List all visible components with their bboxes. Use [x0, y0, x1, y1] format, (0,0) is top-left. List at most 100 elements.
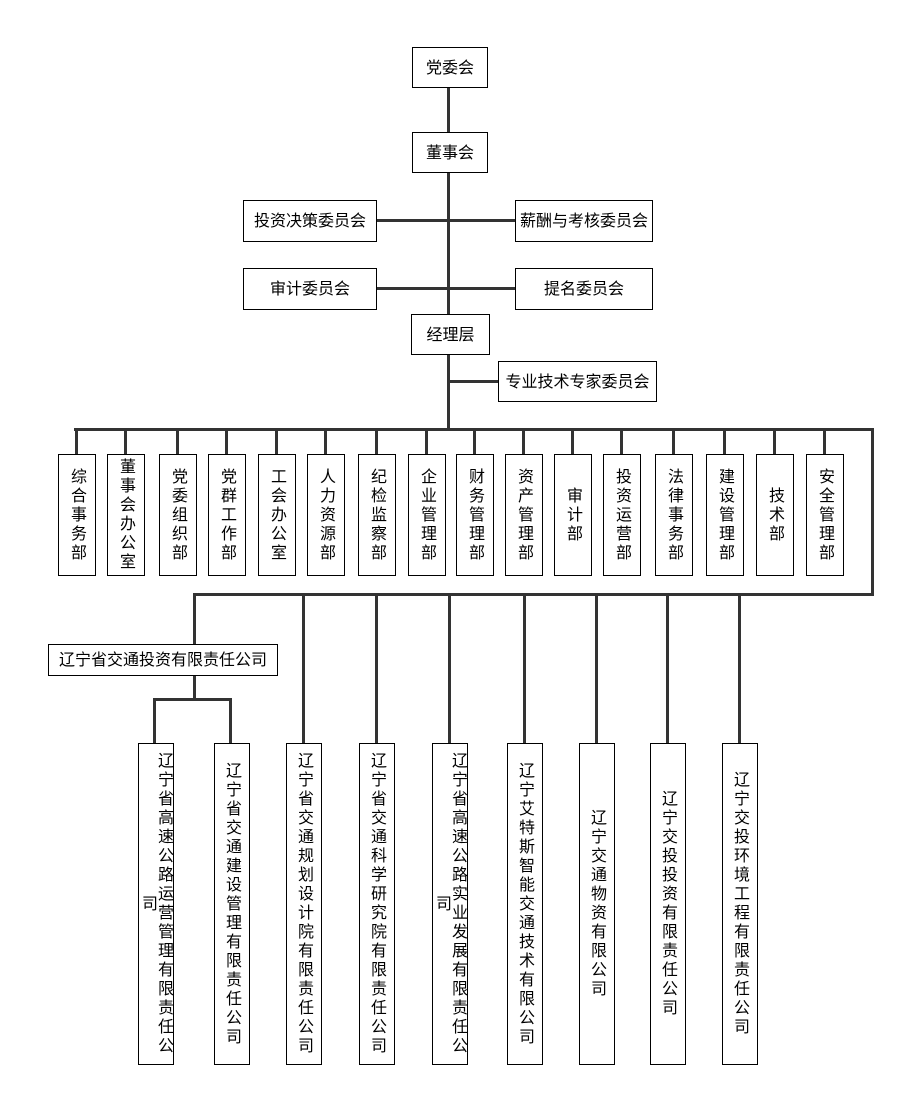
node-management-layer: 经理层	[411, 314, 490, 355]
dept-box: 工会办公室	[258, 454, 296, 576]
dept-drop	[672, 428, 675, 454]
subsidiary-box: 辽宁省交通建设管理有限责任公司	[214, 743, 250, 1065]
node-label: 审计委员会	[269, 279, 350, 299]
dept-drop	[620, 428, 623, 454]
dept-drop	[473, 428, 476, 454]
subsidiary-box: 辽宁省高速公路运营管理有限责任公司	[138, 743, 174, 1065]
dept-drop	[522, 428, 525, 454]
dept-drop	[275, 428, 278, 454]
dept-label: 董事会办公室	[117, 458, 136, 572]
node-label: 党委会	[425, 57, 474, 77]
connector-committees-row1	[377, 219, 515, 222]
node-label: 董事会	[425, 142, 474, 162]
subsidiary-label: 辽宁省高速公路实业发展有限责任公司	[433, 752, 468, 1056]
dept-label: 综合事务部	[68, 467, 87, 563]
connector-right-vertical	[871, 428, 874, 596]
node-audit-committee: 审计委员会	[243, 268, 377, 310]
dept-label: 党群工作部	[218, 467, 237, 563]
connector-expert-committee	[448, 380, 498, 383]
connector-management-departments-trunk	[447, 354, 450, 430]
holding-pair-drop	[153, 698, 156, 744]
subsidiary-drop	[302, 593, 305, 743]
dept-label: 技术部	[766, 486, 785, 544]
node-party-committee: 党委会	[412, 47, 488, 88]
subsidiary-label: 辽宁省高速公路运营管理有限责任公司	[139, 752, 174, 1056]
dept-drop	[723, 428, 726, 454]
dept-label: 审计部	[564, 486, 583, 544]
subsidiary-drop	[595, 593, 598, 743]
dept-box: 综合事务部	[58, 454, 96, 576]
dept-drop	[773, 428, 776, 454]
dept-drop	[571, 428, 574, 454]
dept-box: 安全管理部	[806, 454, 844, 576]
subsidiary-box: 辽宁交投投资有限责任公司	[650, 743, 686, 1065]
subsidiary-drop	[738, 593, 741, 743]
node-holding-company: 辽宁省交通投资有限责任公司	[48, 644, 278, 676]
subsidiary-label: 辽宁艾特斯智能交通技术有限公司	[516, 761, 535, 1047]
dept-drop	[375, 428, 378, 454]
dept-drop	[176, 428, 179, 454]
dept-label: 工会办公室	[268, 467, 287, 563]
subsidiary-box: 辽宁省交通规划设计院有限责任公司	[286, 743, 322, 1065]
subsidiary-label: 辽宁交投环境工程有限责任公司	[731, 771, 750, 1037]
dept-label: 投资运营部	[613, 467, 632, 563]
node-label: 薪酬与考核委员会	[519, 211, 648, 231]
node-label: 经理层	[426, 324, 475, 344]
dept-box: 技术部	[756, 454, 794, 576]
subsidiary-box: 辽宁艾特斯智能交通技术有限公司	[507, 743, 543, 1065]
subsidiary-drop	[448, 593, 451, 743]
node-nomination-committee: 提名委员会	[515, 268, 653, 310]
dept-box: 纪检监察部	[358, 454, 396, 576]
dept-box: 法律事务部	[655, 454, 693, 576]
dept-drop	[225, 428, 228, 454]
dept-label: 企业管理部	[418, 467, 437, 563]
node-label: 专业技术专家委员会	[505, 371, 650, 391]
dept-drop	[823, 428, 826, 454]
dept-label: 人力资源部	[317, 467, 336, 563]
dept-box: 党委组织部	[159, 454, 197, 576]
dept-box: 财务管理部	[456, 454, 494, 576]
dept-label: 资产管理部	[515, 467, 534, 563]
dept-box: 审计部	[554, 454, 592, 576]
subsidiaries-rail	[193, 593, 874, 596]
connector-holding-bottom	[193, 675, 196, 699]
dept-drop	[75, 428, 78, 454]
subsidiary-label: 辽宁交通物资有限公司	[588, 809, 607, 999]
subsidiary-box: 辽宁交投环境工程有限责任公司	[722, 743, 758, 1065]
dept-label: 纪检监察部	[368, 467, 387, 563]
node-expert-committee: 专业技术专家委员会	[498, 361, 657, 402]
dept-box: 资产管理部	[505, 454, 543, 576]
subsidiary-drop	[375, 593, 378, 743]
dept-box: 企业管理部	[408, 454, 446, 576]
dept-label: 法律事务部	[665, 467, 684, 563]
subsidiary-label: 辽宁交投投资有限责任公司	[659, 790, 678, 1018]
connector-committees-row2	[377, 287, 515, 290]
dept-label: 安全管理部	[816, 467, 835, 563]
connector-party-board	[447, 88, 450, 133]
node-salary-assessment-committee: 薪酬与考核委员会	[515, 200, 653, 242]
dept-box: 建设管理部	[706, 454, 744, 576]
holding-pair-drop	[229, 698, 232, 744]
subsidiary-box: 辽宁省交通科学研究院有限责任公司	[359, 743, 395, 1065]
node-investment-decision-committee: 投资决策委员会	[243, 200, 377, 242]
subsidiary-box: 辽宁交通物资有限公司	[579, 743, 615, 1065]
subsidiary-label: 辽宁省交通规划设计院有限责任公司	[295, 752, 314, 1056]
node-board-of-directors: 董事会	[412, 132, 488, 173]
node-label: 辽宁省交通投资有限责任公司	[58, 650, 267, 670]
dept-box: 投资运营部	[603, 454, 641, 576]
holding-pair-bar	[153, 698, 232, 701]
dept-drop	[324, 428, 327, 454]
dept-label: 党委组织部	[169, 467, 188, 563]
connector-holding-top	[193, 593, 196, 645]
subsidiary-drop	[523, 593, 526, 743]
connector-board-management-trunk	[447, 173, 450, 315]
subsidiary-label: 辽宁省交通科学研究院有限责任公司	[368, 752, 387, 1056]
dept-label: 财务管理部	[466, 467, 485, 563]
subsidiary-label: 辽宁省交通建设管理有限责任公司	[223, 761, 242, 1047]
subsidiary-box: 辽宁省高速公路实业发展有限责任公司	[432, 743, 468, 1065]
dept-box: 董事会办公室	[107, 454, 145, 576]
node-label: 投资决策委员会	[253, 211, 366, 231]
subsidiary-drop	[666, 593, 669, 743]
dept-drop	[425, 428, 428, 454]
